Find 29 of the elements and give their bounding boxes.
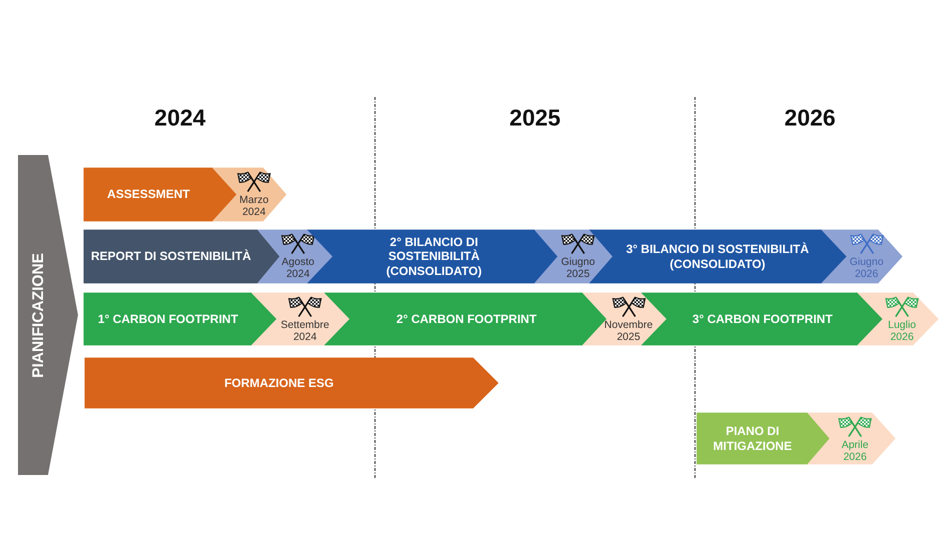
activity-label: REPORT DI SOSTENIBILITÀ [90, 249, 251, 264]
date-label: Giugno 2025 [561, 257, 595, 280]
milestone-tag [808, 413, 895, 464]
activity-bar [84, 293, 277, 345]
date-label: Giugno 2026 [850, 257, 884, 280]
milestone-tag [822, 230, 902, 283]
activity-label: ASSESSMENT [107, 187, 190, 202]
activity-bar [85, 358, 498, 408]
activity-label: 2° CARBON FOOTPRINT [396, 312, 537, 326]
activity-label: 1° CARBON FOOTPRINT [98, 312, 238, 326]
activity-label: PIANO DI MITIGAZIONE [712, 424, 793, 454]
activity-label: FORMAZIONE ESG [224, 376, 334, 390]
phase-banner [18, 155, 78, 475]
date-label: Marzo 2024 [239, 195, 269, 218]
date-label: Settembre 2024 [280, 320, 330, 344]
activity-label: 3° BILANCIO DI SOSTENIBILITÀ (CONSOLIDATO) [625, 242, 810, 272]
date-label: Aprile 2026 [842, 440, 868, 464]
milestone-tag [213, 168, 286, 221]
year-label: 2026 [784, 104, 836, 132]
date-label: Luglio 2026 [888, 320, 916, 344]
date-label: Novembre 2025 [604, 320, 653, 344]
year-label: 2025 [509, 104, 561, 132]
date-label: Agosto 2024 [282, 257, 314, 280]
phase-label: PIANIFICAZIONE [30, 252, 48, 378]
activity-bar [697, 413, 830, 464]
activity-bar [84, 230, 280, 283]
activity-bar [84, 168, 237, 221]
year-label: 2024 [154, 104, 206, 132]
activity-label: 2° BILANCIO DI SOSTENIBILITÀ (CONSOLIDATO) [385, 234, 483, 278]
